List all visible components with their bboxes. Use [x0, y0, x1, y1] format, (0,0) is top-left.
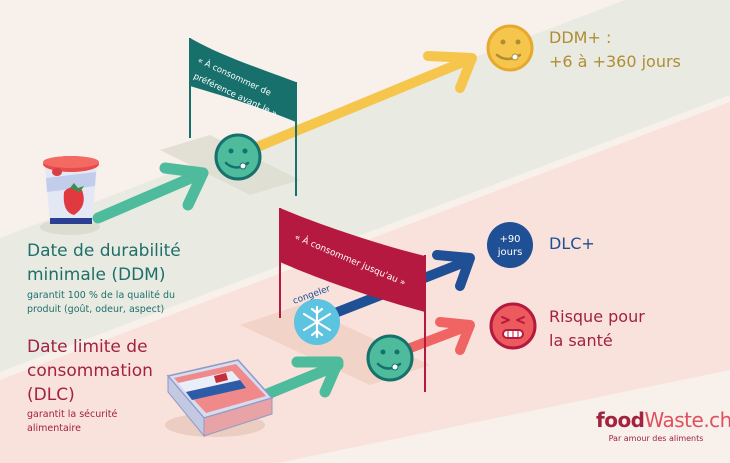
dlc-happy-face-icon	[366, 334, 414, 382]
ddm-happy-face-icon	[214, 133, 262, 181]
dlc-teal-arrow	[259, 356, 344, 401]
dlc-subtitle: garantit la sécurité alimentaire	[27, 408, 117, 436]
dlc-title: Date limite de consommation (DLC)	[27, 335, 153, 407]
dlc-title-line-1: Date limite de	[27, 337, 148, 357]
dlc-plus-label: DLC+	[549, 234, 595, 253]
logo-tagline: Par amour des aliments	[608, 434, 704, 443]
dlc-title-line-3: (DLC)	[27, 385, 75, 405]
ddm-plus-label: DDM+ :	[549, 28, 612, 47]
logo-food: food	[596, 408, 645, 432]
logo-wordmark: foodWaste.ch	[596, 408, 730, 432]
dlc-coral-arrow	[400, 317, 475, 355]
ddm-plus-result: DDM+ : +6 à +360 jours	[549, 26, 681, 74]
logo-waste: Waste.ch	[644, 408, 730, 432]
health-risk-result: Risque pour la santé	[549, 305, 645, 353]
health-risk-line-2: la santé	[549, 331, 613, 350]
badge-line-1: +90	[499, 234, 520, 245]
ddm-plus-yellow-face-icon	[486, 24, 534, 72]
freeze-snowflake-icon	[294, 299, 340, 345]
health-risk-angry-face-icon	[489, 302, 537, 350]
ddm-title: Date de durabilité minimale (DDM)	[27, 239, 181, 287]
dlc-plus-result: DLC+	[549, 232, 595, 256]
ddm-subtitle: garantit 100 % de la qualité du produit …	[27, 289, 175, 317]
ddm-subtitle-line-1: garantit 100 % de la qualité du	[27, 290, 176, 301]
ddm-subtitle-line-2: produit (goût, odeur, aspect)	[27, 304, 165, 315]
health-risk-line-1: Risque pour	[549, 307, 645, 326]
ddm-teal-arrow	[92, 162, 209, 224]
ddm-plus-range: +6 à +360 jours	[549, 52, 681, 71]
foodwaste-logo[interactable]: foodWaste.ch Par amour des aliments	[596, 408, 730, 443]
dlc-subtitle-line-2: alimentaire	[27, 423, 81, 434]
ddm-yellow-arrow	[245, 51, 477, 155]
ddm-title-line-1: Date de durabilité	[27, 241, 181, 261]
minced-meat-pack-icon	[166, 359, 274, 438]
dlc-title-line-2: consommation	[27, 361, 153, 381]
dlc-subtitle-line-1: garantit la sécurité	[27, 409, 118, 420]
yogurt-cup-icon	[43, 156, 99, 224]
badge-line-2: jours	[497, 247, 523, 258]
ddm-title-line-2: minimale (DDM)	[27, 265, 166, 285]
plus-90-days-badge: +90 jours	[487, 222, 533, 268]
bg-green-band	[0, 0, 730, 372]
